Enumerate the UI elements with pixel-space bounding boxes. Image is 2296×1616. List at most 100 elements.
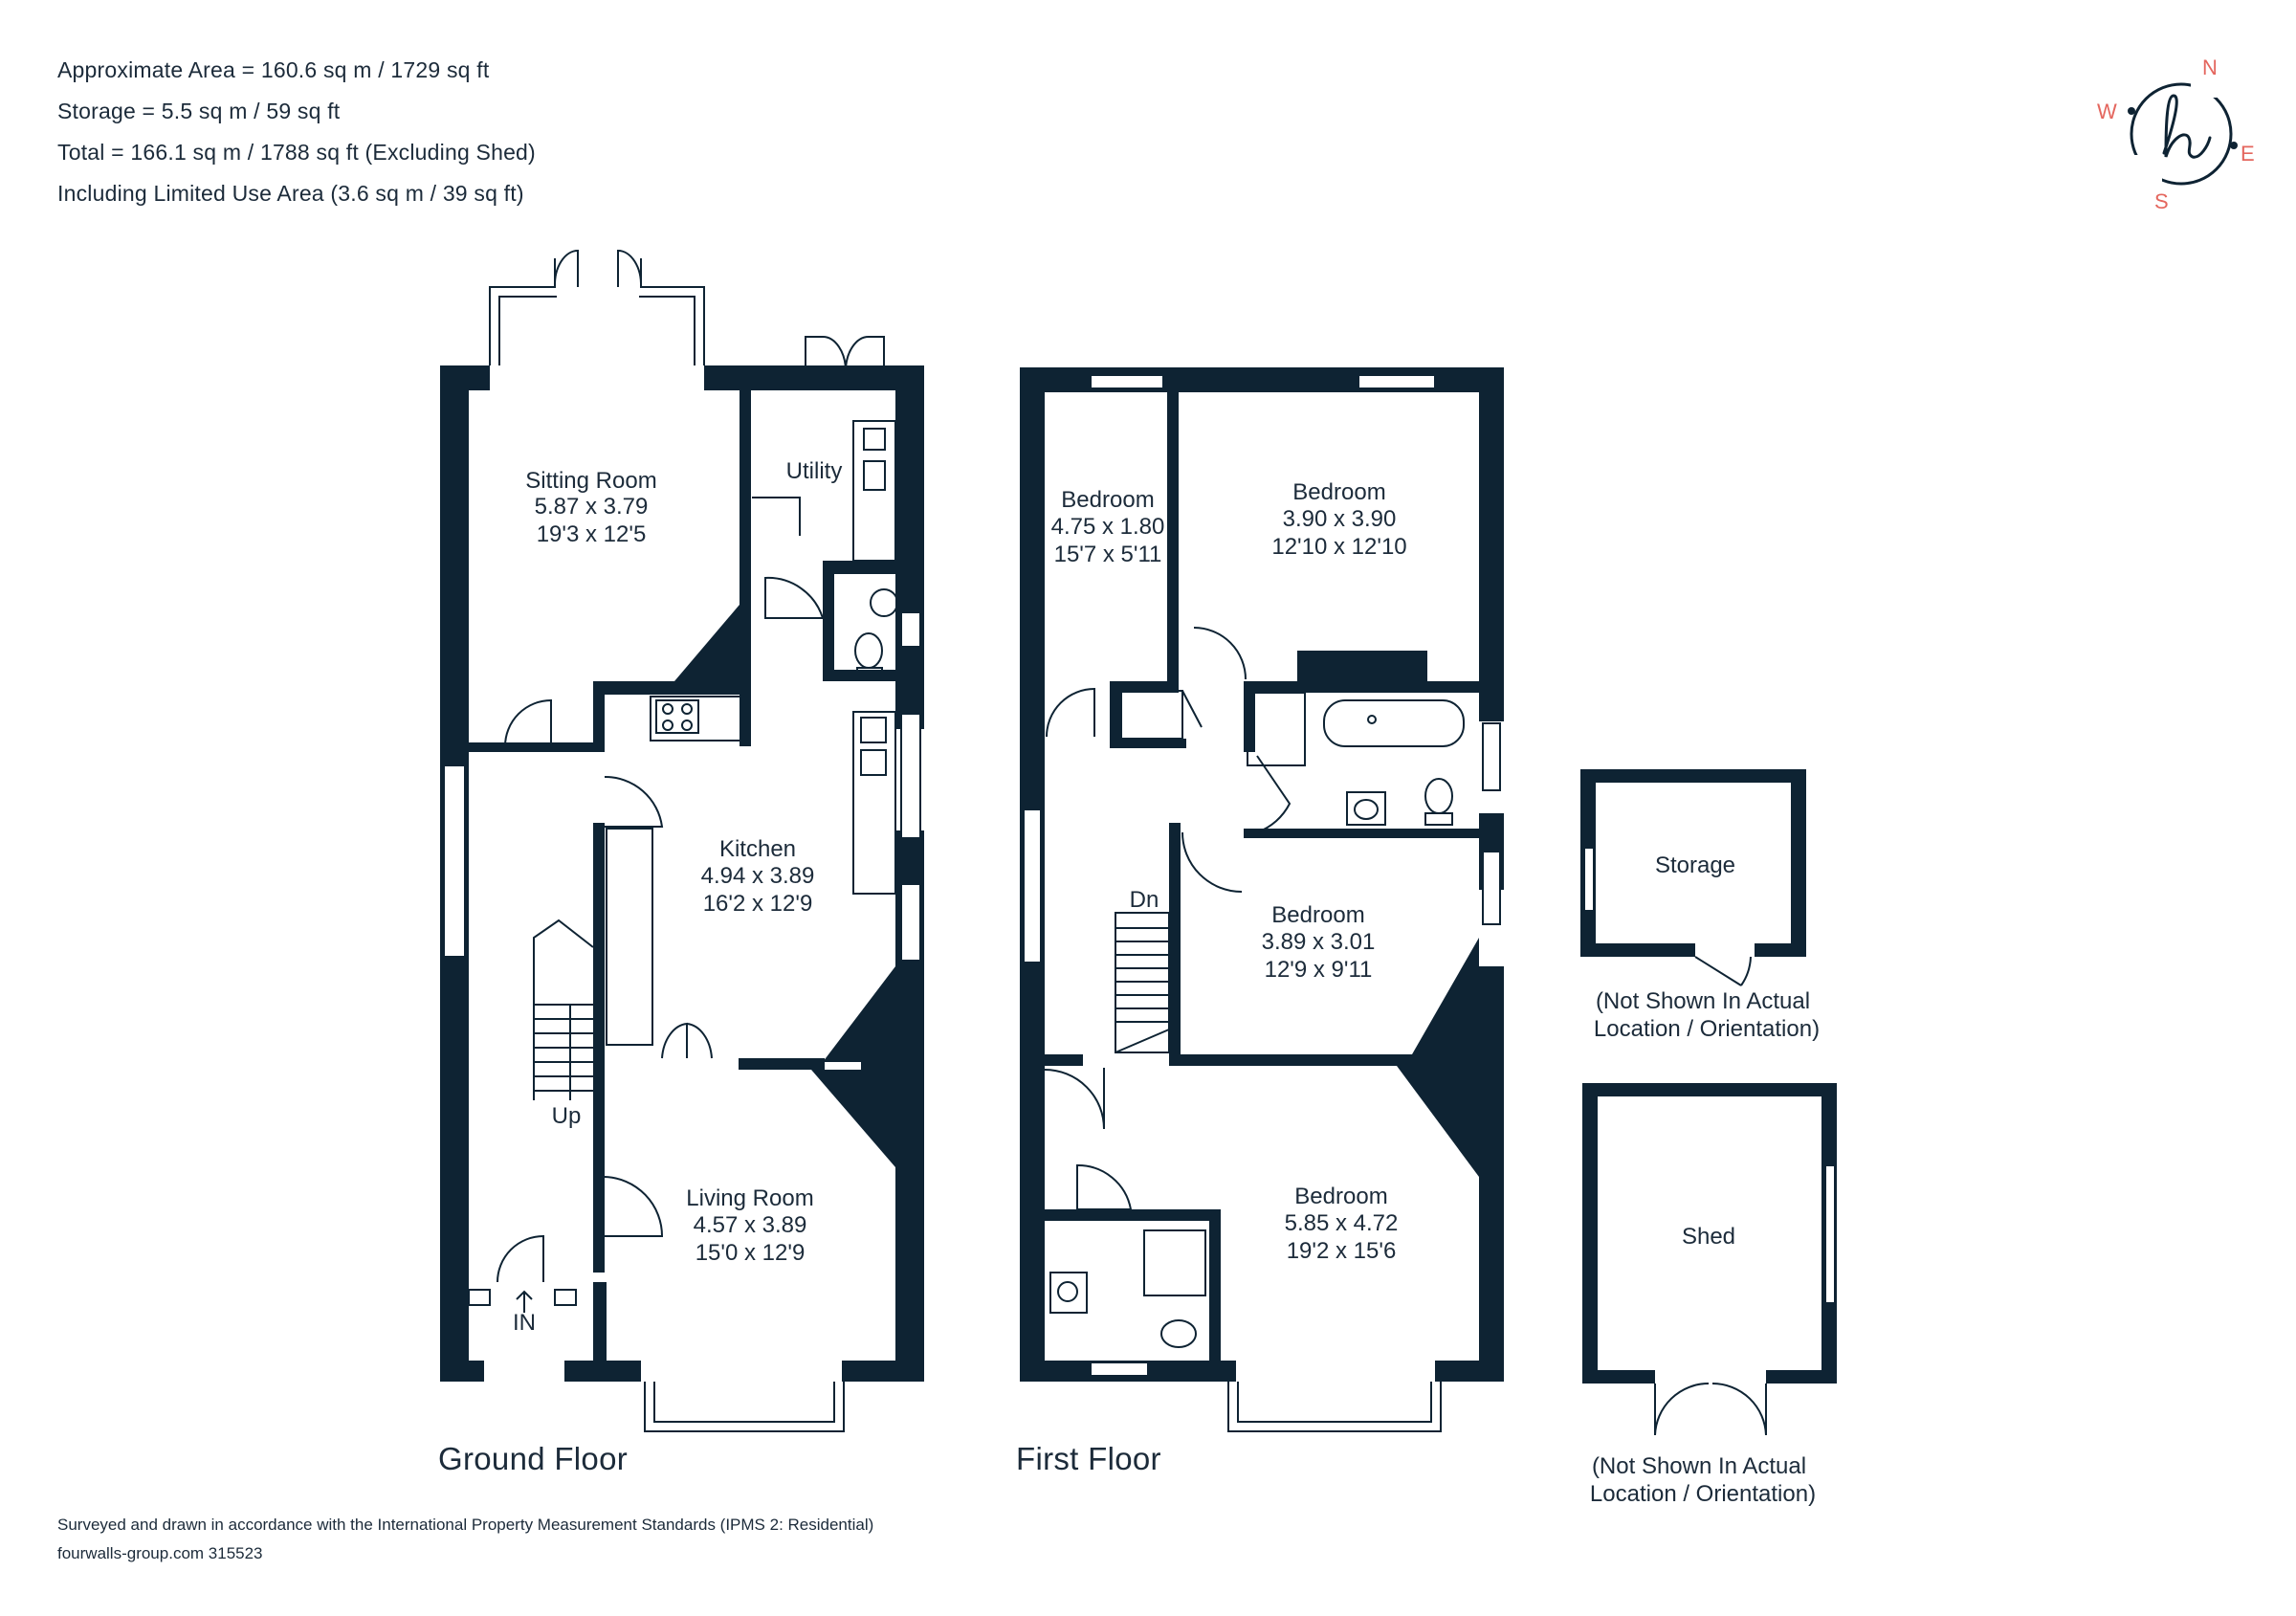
ff-middle-bedroom-imperial: 12'9 x 9'11 — [1265, 957, 1373, 983]
limited-use-area-text: Including Limited Use Area (3.6 sq m / 3… — [57, 181, 524, 206]
shed-name: Shed — [1682, 1224, 1735, 1250]
gf-kitchen-window — [900, 713, 921, 839]
ff-small-bedroom-metric: 4.75 x 1.80 — [1051, 514, 1165, 540]
ff-middle-bedroom-metric: 3.89 x 3.01 — [1262, 929, 1376, 955]
sitting-room-imperial: 19'3 x 12'5 — [537, 521, 647, 547]
gf-kitchen-sink — [860, 717, 887, 743]
storage-note-line2: Location / Orientation) — [1594, 1016, 1820, 1042]
ff-middle-bedroom-door — [1181, 831, 1243, 893]
gf-kitchen-left-wall — [593, 823, 605, 1167]
gf-stairs-treads — [534, 1004, 593, 1092]
ff-bathroom-cupboard — [1247, 692, 1306, 766]
gf-sitting-utility-wall — [740, 383, 751, 746]
storage-door — [1694, 956, 1752, 986]
gf-hob — [655, 699, 699, 734]
gf-entrance-arrow — [516, 1290, 533, 1313]
ff-chimney-rear — [1297, 651, 1427, 685]
compass-north: N — [2202, 55, 2218, 79]
gf-sitting-bay-right — [640, 258, 705, 365]
gf-living-top-wall-left — [739, 1058, 825, 1070]
gf-wc-bottom-wall — [823, 670, 909, 681]
ff-bathroom-window — [1482, 722, 1501, 791]
ff-rear-bedroom-imperial: 12'10 x 12'10 — [1271, 534, 1406, 560]
sitting-room-metric: 5.87 x 3.79 — [535, 494, 649, 520]
ff-front-bedroom-door — [1044, 1068, 1105, 1130]
utility-name: Utility — [786, 458, 843, 484]
gf-stairs-label: Up — [552, 1103, 582, 1129]
ff-small-bedroom-imperial: 15'7 x 5'11 — [1054, 542, 1162, 567]
compass-south: S — [2154, 189, 2169, 213]
ff-rear-bedroom-door — [1193, 627, 1247, 680]
ff-small-bedroom-name: Bedroom — [1061, 487, 1154, 513]
ff-shower-room-toilet — [1160, 1319, 1197, 1348]
ff-middle-bedroom-window — [1482, 851, 1501, 925]
ff-front-bedroom-top-wall — [1169, 1054, 1485, 1066]
gf-stairs-outline — [533, 919, 594, 1100]
ff-bathroom-bottom-wall — [1244, 829, 1492, 838]
footer-standards: Surveyed and drawn in accordance with th… — [57, 1516, 874, 1534]
ground-floor-title: Ground Floor — [438, 1441, 629, 1476]
ff-rear-bedroom-window — [1358, 374, 1436, 389]
area-summary: Approximate Area = 160.6 sq m / 1729 sq … — [57, 50, 536, 214]
ff-bathroom-door — [1256, 755, 1292, 833]
living-room-metric: 4.57 x 3.89 — [694, 1212, 807, 1238]
ff-landing-right-wall — [1169, 823, 1181, 1064]
gf-wc-toilet — [854, 632, 883, 669]
gf-top-wall-right — [704, 365, 895, 390]
ff-right-wall-top — [1479, 367, 1504, 721]
ff-bathroom2-top-wall — [1045, 1209, 1221, 1221]
gf-wc-window — [900, 611, 921, 648]
gf-sitting-bottom-wall — [469, 742, 593, 752]
ff-front-bedroom-metric: 5.85 x 4.72 — [1285, 1210, 1399, 1236]
compass-ring — [2130, 82, 2233, 186]
gf-wc-door — [764, 576, 825, 619]
gf-kitchen-chimney — [823, 966, 895, 1062]
ff-airing-cupboard — [1120, 690, 1183, 740]
gf-porch-wall — [593, 1282, 607, 1382]
compass-west: W — [2097, 100, 2117, 123]
ff-right-wall-bottom — [1479, 966, 1504, 1382]
ff-bathroom-basin — [1346, 791, 1386, 826]
ff-stairs-outline — [1115, 912, 1170, 1053]
gf-porch-window-right — [554, 1289, 577, 1306]
ff-bathroom-toilet — [1424, 778, 1453, 814]
sitting-room-name: Sitting Room — [525, 468, 656, 494]
footer-reference: fourwalls-group.com 315523 — [57, 1544, 263, 1562]
ff-bottom-right — [1435, 1361, 1504, 1382]
gf-wc-left-wall — [823, 561, 834, 681]
gf-utility-worktop — [852, 420, 896, 562]
gf-hall-window — [443, 764, 466, 958]
ff-chimney-front — [1397, 1066, 1479, 1177]
gf-kitchen-door — [604, 775, 664, 828]
compass-east: E — [2241, 142, 2255, 166]
ff-front-bedroom-name: Bedroom — [1294, 1184, 1387, 1209]
approximate-area-text: Approximate Area = 160.6 sq m / 1729 sq … — [57, 57, 490, 82]
gf-living-bay-outer — [644, 1382, 845, 1432]
gf-living-bay-inner — [653, 1382, 835, 1423]
shed-note-line1: (Not Shown In Actual — [1592, 1453, 1806, 1479]
first-floor-title: First Floor — [1016, 1441, 1161, 1476]
living-room-imperial: 15'0 x 12'9 — [695, 1240, 806, 1266]
ff-chimney-middle — [1412, 938, 1479, 1054]
gf-french-door-left — [553, 249, 579, 288]
ff-shower-tray — [1143, 1229, 1206, 1296]
ff-rear-bedroom-metric: 3.90 x 3.90 — [1283, 506, 1397, 532]
kitchen-imperial: 16'2 x 12'9 — [703, 891, 813, 917]
gf-entrance-label: IN — [513, 1310, 536, 1336]
ff-bathroom2-right-wall — [1209, 1209, 1221, 1382]
ff-middle-bedroom-name: Bedroom — [1271, 902, 1364, 928]
ff-bathtub — [1323, 699, 1465, 747]
living-room-name: Living Room — [686, 1185, 813, 1211]
shed-note-line2: Location / Orientation) — [1590, 1481, 1816, 1507]
gf-sitting-bay-left — [489, 258, 556, 365]
gf-front-door — [497, 1234, 544, 1283]
gf-kitchen-cupboard — [606, 828, 653, 1046]
storage-note-line1: (Not Shown In Actual — [1596, 988, 1810, 1014]
shed-door-left — [1654, 1383, 1710, 1436]
shed-window — [1824, 1164, 1836, 1304]
gf-kitchen-top-wall — [593, 681, 746, 695]
ff-front-bay-inner — [1237, 1382, 1432, 1423]
gf-right-wall-top — [895, 365, 924, 729]
storage-plan: Storage (Not Shown In Actual Location / … — [1580, 769, 1820, 1042]
ff-small-bedroom-door — [1046, 687, 1095, 738]
